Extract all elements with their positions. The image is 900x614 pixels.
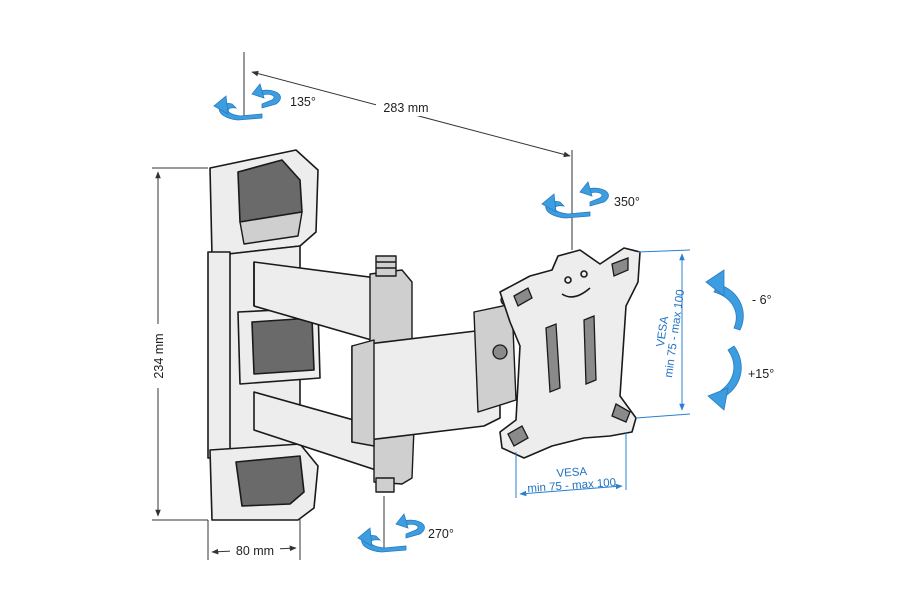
- bottom-pivot-angle: 270°: [428, 527, 454, 541]
- height-dimension: 234 mm: [146, 167, 208, 521]
- depth-dimension: 80 mm: [207, 518, 301, 560]
- arm-length-label: 283 mm: [383, 101, 428, 115]
- wall-plate: [207, 149, 321, 521]
- arm-length-dimension: 283 mm: [243, 52, 573, 250]
- head-swivel-rotation-icon: 350°: [541, 181, 640, 219]
- tilt-up-arrow-icon: - 6°: [705, 269, 772, 331]
- vesa-horizontal-range: min 75 - max 100: [527, 477, 616, 495]
- tilt-down-arrow-icon: +15°: [707, 345, 774, 411]
- vesa-plate: [499, 247, 641, 459]
- vesa-vertical-dimension: VESA min 75 - max 100: [635, 249, 691, 419]
- top-pivot-rotation-icon: 135°: [213, 83, 316, 121]
- vesa-horizontal-label: VESA: [556, 466, 588, 480]
- top-pivot-angle: 135°: [290, 95, 316, 109]
- tilt-down-angle: +15°: [748, 367, 774, 381]
- tilt-up-angle: - 6°: [752, 293, 772, 307]
- head-swivel-angle: 350°: [614, 195, 640, 209]
- forearm: [351, 294, 517, 447]
- vesa-vertical-label: VESA: [655, 315, 671, 347]
- depth-label: 80 mm: [236, 544, 274, 558]
- height-label: 234 mm: [152, 333, 166, 378]
- upper-arm: [253, 255, 413, 349]
- bottom-pivot-rotation-icon: 270°: [357, 496, 454, 553]
